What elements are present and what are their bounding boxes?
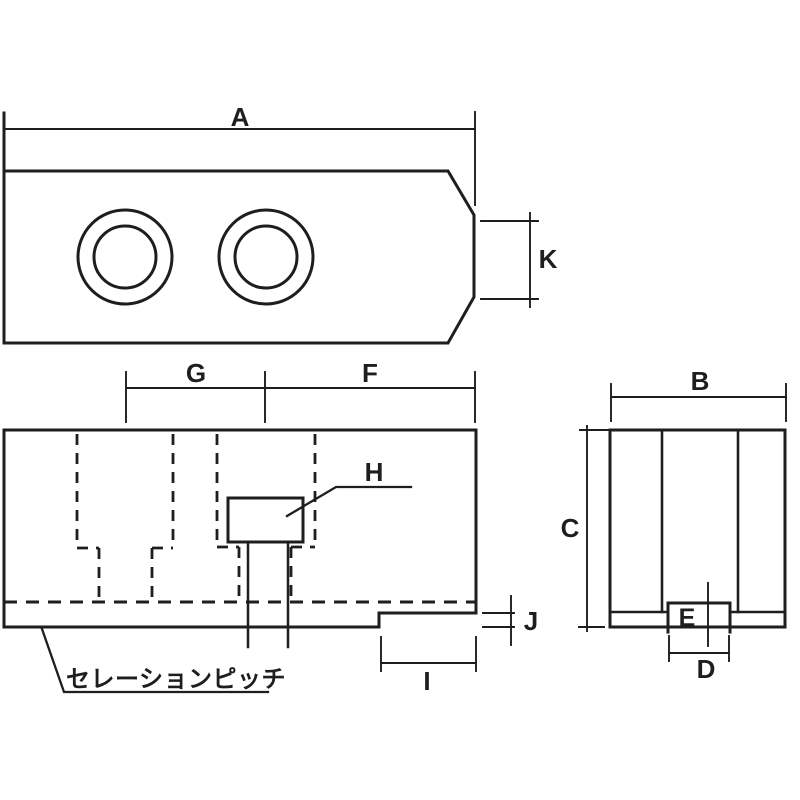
- h-leader-line: [285, 485, 413, 518]
- dim-label-a: A: [231, 102, 250, 132]
- serration-pitch-annotation: セレーションピッチ: [40, 627, 286, 694]
- hole1-counterbore-circle: [76, 208, 174, 306]
- hole1-bore-circle: [92, 224, 158, 290]
- key-block: [226, 496, 305, 544]
- dimension-k: K: [480, 212, 558, 308]
- dimension-c: C: [561, 425, 609, 632]
- dim-label-f: F: [362, 358, 378, 388]
- dim-label-b: B: [691, 366, 710, 396]
- dimension-i: I: [380, 636, 477, 696]
- dim-label-e: E: [679, 604, 696, 632]
- front-view: H G F J I セレーションピッチ: [2, 358, 538, 696]
- dim-label-c: C: [561, 513, 580, 543]
- dim-label-k: K: [539, 244, 558, 274]
- side-view-outline: [608, 428, 787, 629]
- dimension-j: J: [482, 595, 538, 646]
- hole2-counterbore-circle: [217, 208, 315, 306]
- dim-label-g: G: [186, 358, 206, 388]
- side-view: E D B C: [561, 366, 787, 684]
- top-view-outline: [2, 169, 476, 345]
- dim-label-j: J: [524, 606, 538, 636]
- hole2-bore-circle: [233, 224, 299, 290]
- dimension-d: D: [668, 635, 730, 684]
- front-view-outline: [2, 428, 478, 629]
- dimension-g-f: G F: [125, 358, 476, 423]
- dimension-b: B: [610, 366, 787, 422]
- dim-label-i: I: [423, 666, 430, 696]
- dimension-e: E: [679, 582, 718, 647]
- top-view: [2, 169, 476, 345]
- dim-label-h: H: [365, 457, 384, 487]
- dimension-a: A: [2, 102, 476, 206]
- dim-label-d: D: [697, 654, 716, 684]
- serration-pitch-label: セレーションピッチ: [66, 665, 286, 693]
- hole1-hidden-lines: [75, 434, 175, 600]
- serration-leader-line: [40, 627, 270, 694]
- hole2-hidden-lines: [215, 434, 317, 600]
